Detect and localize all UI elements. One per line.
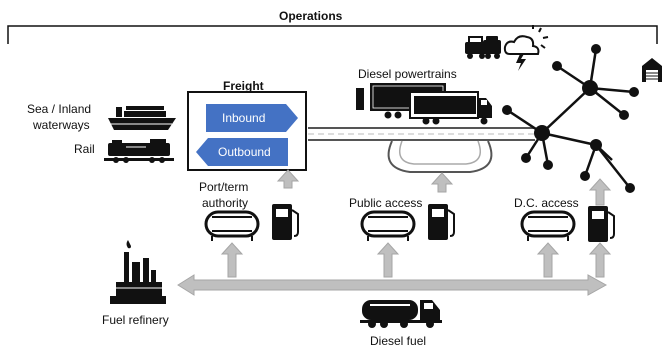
storage-tank-icon <box>204 210 260 241</box>
warehouse-icon <box>642 58 662 82</box>
fuel-refinery-label: Fuel refinery <box>102 313 169 327</box>
refinery-icon <box>110 240 166 304</box>
public-access-label: Public access <box>349 196 423 210</box>
inbound-arrow <box>206 104 298 132</box>
outbound-arrow <box>196 138 288 166</box>
fuel-pump-icon <box>272 204 299 240</box>
storage-tank-icon <box>360 210 416 241</box>
sea-inland-label-line2: waterways <box>33 118 90 132</box>
port-label-line2: authority <box>202 196 249 210</box>
storage-tank-icon <box>520 210 576 241</box>
dc-access-label: D.C. access <box>514 196 579 210</box>
up-arrows <box>220 169 612 278</box>
train-icon <box>104 139 174 163</box>
sea-inland-label-line1: Sea / Inland <box>27 102 92 116</box>
semi-truck-icon <box>356 83 492 125</box>
inbound-label: Inbound <box>222 111 266 125</box>
weather-icon <box>503 25 549 71</box>
outbound-label: Outbound <box>218 145 271 159</box>
freight-label: Freight <box>223 79 264 93</box>
fuel-pump-icon <box>428 204 455 240</box>
tanker-truck-icon <box>360 300 442 328</box>
fuel-pump-icon <box>588 206 615 242</box>
diesel-powertrains-label: Diesel powertrains <box>358 67 457 81</box>
horizontal-double-arrow <box>177 274 608 296</box>
car-truck-icon <box>465 36 501 59</box>
ship-icon <box>108 106 176 130</box>
road <box>308 127 535 141</box>
road-loop-icon <box>387 140 493 173</box>
diesel-fuel-label: Diesel fuel <box>370 334 427 348</box>
rail-label: Rail <box>74 142 95 156</box>
operations-bracket <box>7 25 658 44</box>
port-label-line1: Port/term <box>199 180 249 194</box>
operations-title: Operations <box>279 9 343 23</box>
network-icon <box>506 48 635 189</box>
